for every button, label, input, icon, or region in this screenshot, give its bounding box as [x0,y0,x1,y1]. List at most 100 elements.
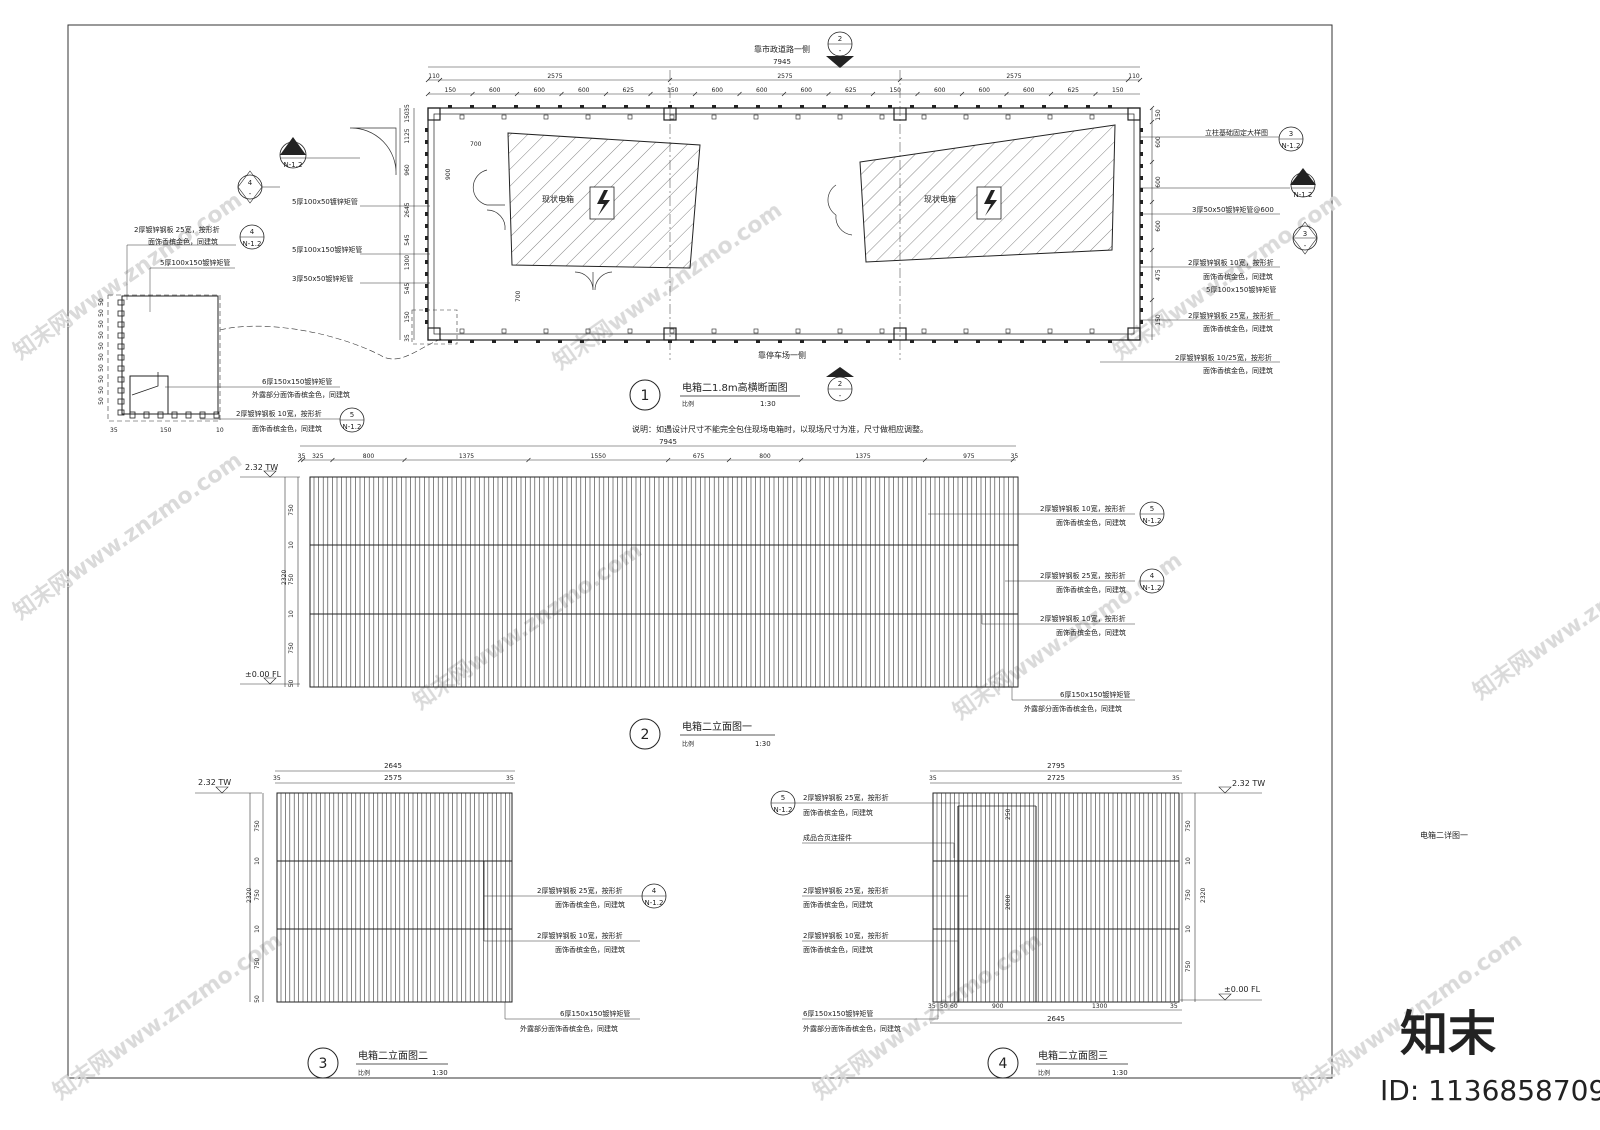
slat-mark [711,328,717,334]
slat-mark [822,105,826,108]
slat-mark [501,114,507,120]
slat-mark [459,114,465,120]
slat-mark [602,340,606,343]
plan-subsegment-dim: 600 [489,87,501,94]
slat-mark [459,328,465,334]
elev1-segment-dim: 800 [759,453,771,460]
slat-mark [470,340,474,343]
plan-segment-dim: 110 [428,73,440,80]
plan-subsegment-dim: 150 [1112,87,1124,94]
callout-text: 2厚镀锌钢板 10宽，按形折 [537,931,623,940]
elev3-end-dim: 35 [929,775,937,782]
slat-mark [514,105,518,108]
slat-mark [866,340,870,343]
view-title: 电箱二立面图一 [682,720,752,733]
slat-mark [712,340,716,343]
slat-mark [921,328,927,334]
slat-mark [1005,328,1011,334]
marker-ref: N-1.2 [1282,142,1301,150]
plan-inner-dim: 700 [515,290,522,302]
elev1-total-dim: 7945 [659,438,677,446]
slat-mark [910,340,914,343]
callout-text: 3厚50x50镀锌矩管 [292,274,353,283]
plan-inner-dim: 900 [445,168,452,180]
slat-mark [558,340,562,343]
plan-subsegment-dim: 625 [845,87,857,94]
marker-number: 2 [291,148,295,156]
slat-mark [712,105,716,108]
section-marker: 5 N-1.2 [770,790,796,816]
watermark-id: ID: 1136858709 [1380,1074,1600,1107]
slat-mark [866,105,870,108]
callout-text: 立柱基础固定大样图 [1205,128,1268,137]
callout-text: 2厚镀锌钢板 10宽，按形折 [803,931,889,940]
callout-text: 2厚镀锌钢板 10宽，按形折 [236,409,322,418]
slat-mark [543,328,549,334]
slat-mark [425,212,428,216]
elev3-end-dim: 35 [1172,775,1180,782]
section-marker: 1 N-1.2 [1140,168,1316,199]
slat-mark [888,340,892,343]
slat-mark [1140,164,1143,168]
callout-text: 面饰香槟金色，同建筑 [1056,518,1126,527]
callout-text: 2厚镀锌钢板 25宽，按形折 [1040,571,1126,580]
marker-ref: N-1.2 [774,806,793,814]
slat-mark [1140,284,1143,288]
elev3-total-dim: 2795 [1047,762,1065,770]
plan-right-dim: 150 [1155,109,1162,121]
elev1-callouts: 2厚镀锌钢板 10宽，按形折 面饰香槟金色，同建筑 5 N-1.2 2厚镀锌钢板… [928,501,1165,713]
plan-parking-side-label: 靠停车场一侧 [758,350,806,360]
slat-mark [1089,328,1095,334]
plan-subsegment-dim: 600 [934,87,946,94]
elev3-bottom-dim: 60 [950,1003,958,1010]
marker-number: 3 [1289,130,1293,138]
plan-subsegment-dim: 150 [890,87,902,94]
slat-mark [536,105,540,108]
section-marker: 2 N-1.2 [279,137,360,169]
slat-mark [954,340,958,343]
slat-mark [1140,152,1143,156]
elev3-bottom-dim: 50 [940,1003,948,1010]
slat-mark [921,114,927,120]
elev1-segment-dim: 975 [963,453,975,460]
scale-value: 1:30 [432,1069,448,1077]
callout-text: 5厚100x150镀锌矩管 [160,258,230,267]
marker-number: 5 [350,411,354,419]
detail-slat [117,310,125,317]
plan-segment-dim: 2575 [547,73,562,80]
marker-number: 4 [652,887,657,895]
slat-mark [690,105,694,108]
slat-mark [1064,340,1068,343]
slat-mark [669,328,675,334]
view-number: 1 [641,388,650,404]
marker-number: 2 [838,380,842,388]
slat-mark [800,105,804,108]
plan-fence-slats [425,105,1143,343]
plan-inner-dim: 700 [470,141,482,148]
slat-mark [1140,188,1143,192]
view-title: 电箱二1.8m高横断面图 [682,381,788,394]
marker-number: 4 [250,228,255,236]
slat-mark [448,105,452,108]
watermark-layer: 知末网www.znzmo.com 知末网www.znzmo.com 知末网www… [9,187,1600,1105]
watermark-text: 知末网www.znzmo.com [9,447,247,625]
callout-text: 面饰香槟金色，同建筑 [1056,628,1126,637]
detail-slat [117,387,125,394]
slat-mark [448,340,452,343]
slat-mark [1047,328,1053,334]
section-marker: 5 N-1.2 [339,407,365,433]
slat-mark [1140,236,1143,240]
elev1-height-dim: 10 [288,541,295,549]
elev3-height-dim: 750 [1185,961,1192,973]
elev1-height-dim: 50 [288,680,295,688]
slat-mark [1140,248,1143,252]
door-dim: 2000 [1005,895,1012,910]
